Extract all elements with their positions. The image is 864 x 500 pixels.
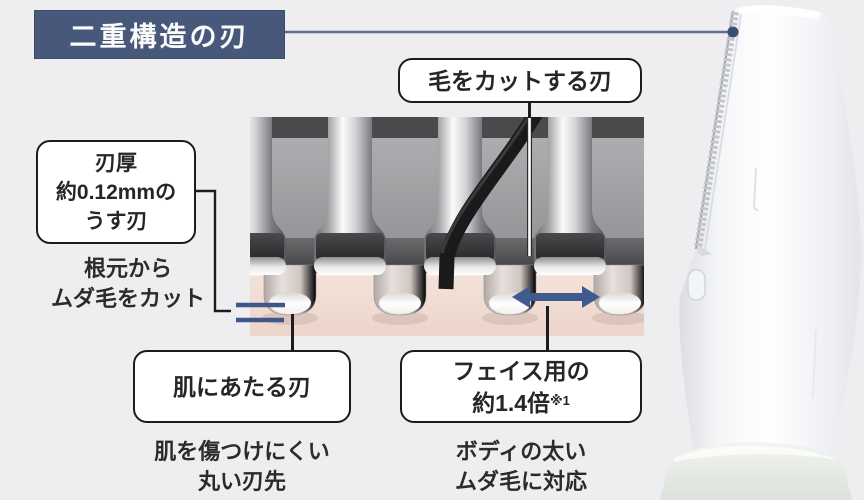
caption-round-tip-line2: 丸い刃先 [197,469,286,494]
razor-body [679,5,862,453]
caption-body-hair-line1: ボディの太い [455,439,587,464]
blade-closeup-image [214,109,648,336]
razor-blade-edge [694,10,742,256]
thickness-line2: 約0.12mmの [55,180,177,204]
caption-body-hair-line2: ムダ毛に対応 [454,469,587,494]
pitch-line [546,306,549,352]
razor-switch-button [687,269,706,301]
caption-root-cut: 根元から ムダ毛をカット [28,254,228,314]
caption-root-cut-line2: ムダ毛をカット [50,286,205,311]
thickness-line1: 刃厚 [95,151,137,175]
razor-product-image [644,0,864,500]
section-title: 二重構造の刃 [69,22,250,52]
thickness-line3: うす刃 [84,209,148,233]
face-ratio-line2: 約1.4倍※1 [472,386,570,418]
callout-cutting-blade-label: 毛をカットする刃 [428,67,612,94]
width-arrow-icon [512,286,600,308]
caption-body-hair: ボディの太い ムダ毛に対応 [401,437,641,497]
face-ratio-footnote: ※1 [550,392,570,408]
hair-strand [438,109,543,290]
callout-blade-thickness: 刃厚 約0.12mmの うす刃 [36,140,196,244]
skin-blade-line [291,314,294,352]
callout-skin-blade: 肌にあたる刃 [133,350,351,423]
face-ratio-line1: フェイス用の [452,357,590,384]
callout-skin-blade-label: 肌にあたる刃 [173,373,311,400]
caption-round-tip: 肌を傷つけにくい 丸い刃先 [122,437,362,497]
face-ratio-value: 約1.4倍 [472,389,551,416]
cutting-blade-line-stub [528,101,531,118]
callout-cutting-blade: 毛をカットする刃 [398,58,642,103]
caption-root-cut-line1: 根元から [83,256,172,281]
callout-face-ratio: フェイス用の 約1.4倍※1 [400,350,642,423]
section-title-banner: 二重構造の刃 [34,10,285,59]
caption-round-tip-line1: 肌を傷つけにくい [154,439,330,464]
